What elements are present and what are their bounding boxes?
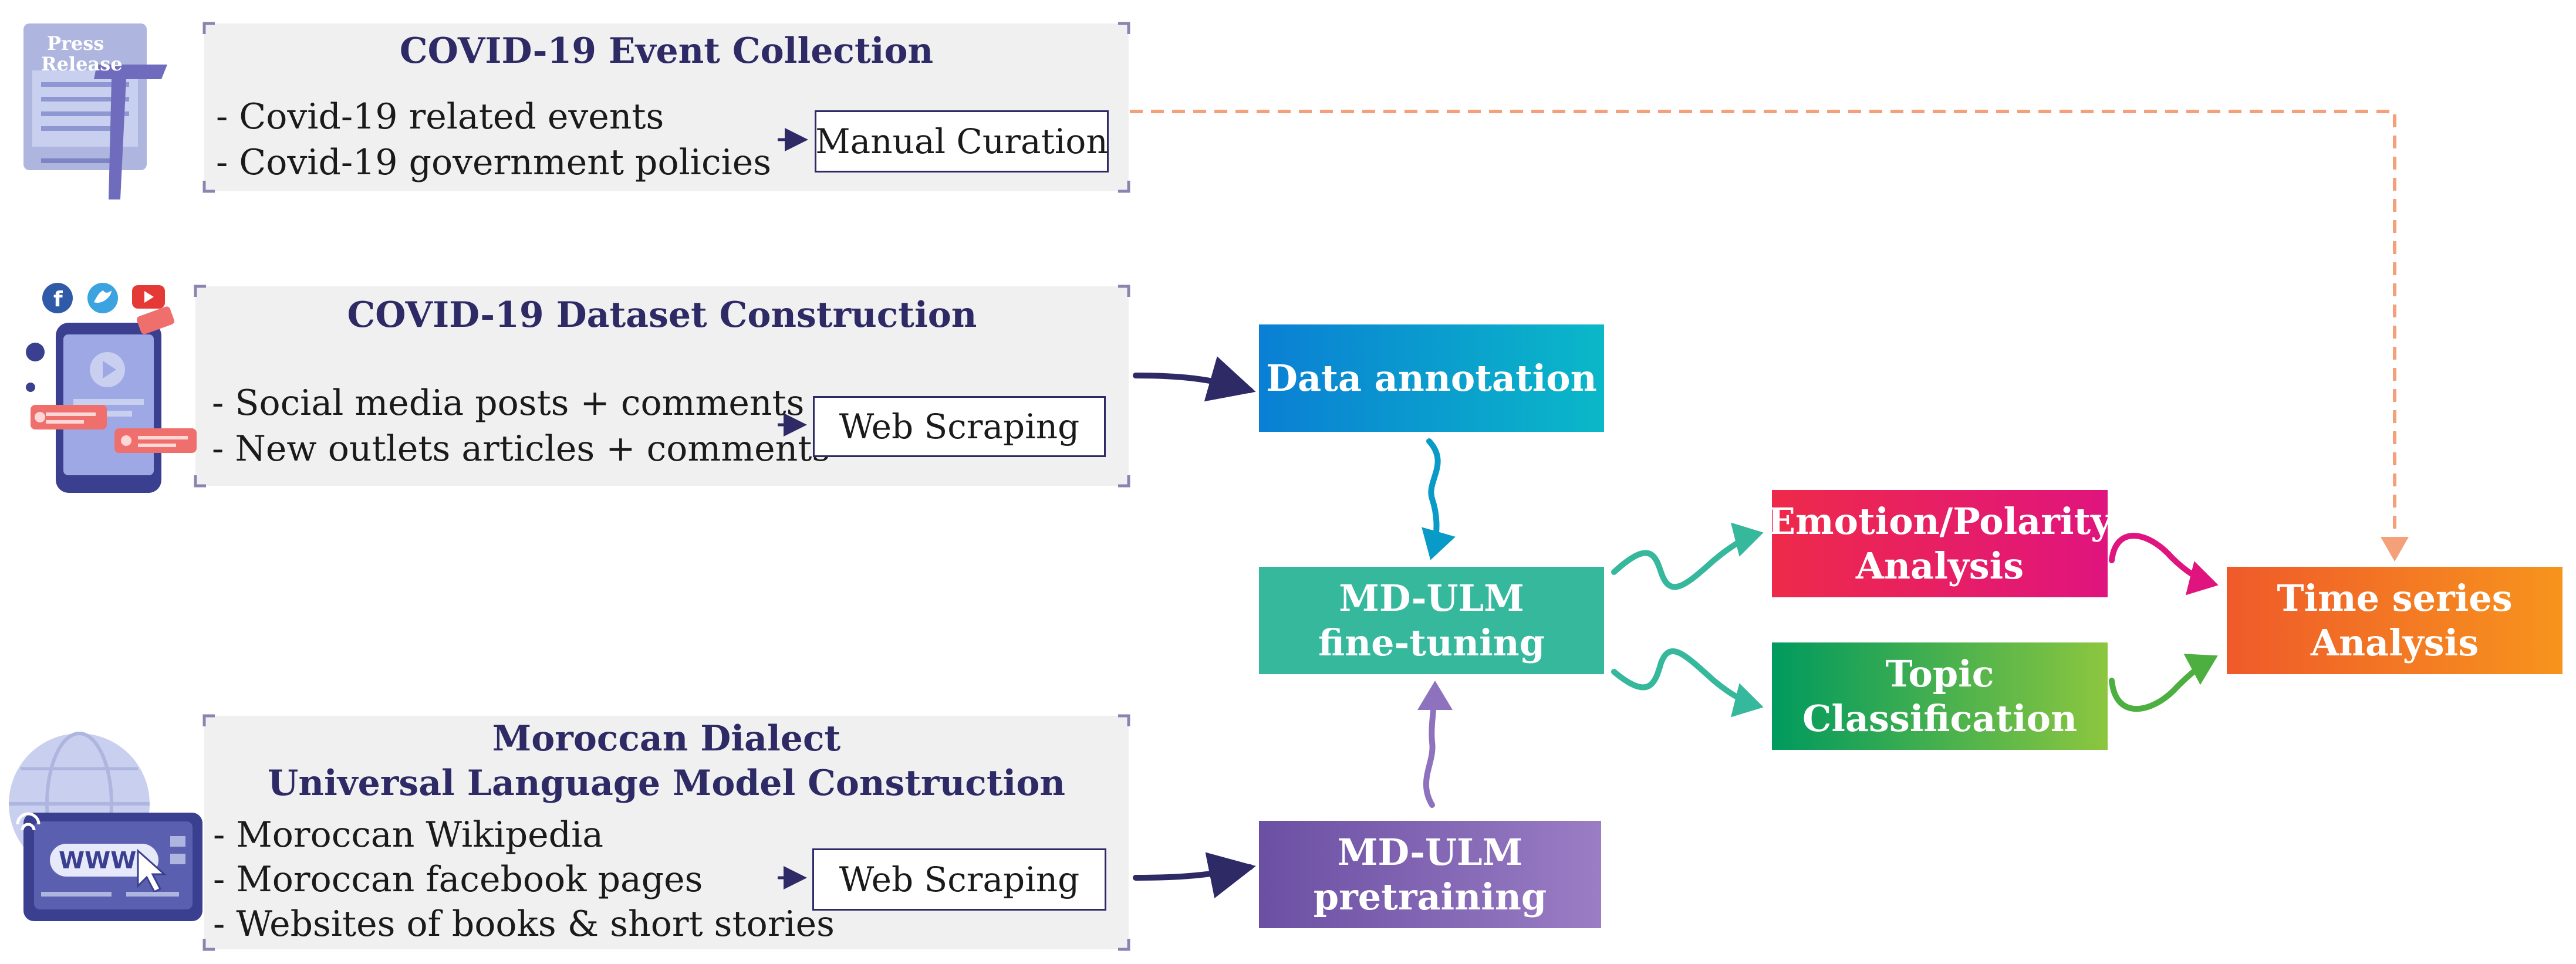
arrow-finetuning-to-emotion (1611, 522, 1764, 590)
timeseries-line-2: Analysis (2310, 621, 2479, 664)
arrow-emotion-to-timeseries (2109, 533, 2219, 596)
finetuning-line-2: fine-tuning (1318, 621, 1545, 664)
emotion-line-2: Analysis (1855, 544, 2024, 587)
ulm-web-scraping-box: Web Scraping (812, 848, 1106, 911)
pretraining-line-1: MD-ULM (1337, 830, 1523, 874)
panel-corner-marks (194, 22, 1130, 951)
dataset-construction-panel: COVID-19 Dataset Construction - Social m… (195, 286, 1129, 486)
www-label: WWW (59, 847, 136, 874)
emotion-polarity-node: Emotion/Polarity Analysis (1768, 490, 2112, 597)
topic-line-2: Classification (1802, 696, 2078, 740)
timeseries-line-1: Time series (2277, 576, 2513, 620)
ulm-bullet-1: - Moroccan Wikipedia (213, 814, 604, 855)
ulm-title-line-2: Universal Language Model Construction (268, 763, 1065, 804)
arrow-finetuning-to-topic (1611, 648, 1764, 718)
press-release-label-1: Press (47, 32, 104, 55)
time-series-node: Time series Analysis (2227, 567, 2563, 674)
arrow-topic-to-timeseries (2109, 654, 2218, 712)
event-collection-title: COVID-19 Event Collection (399, 31, 934, 72)
dataset-construction-title: COVID-19 Dataset Construction (347, 295, 977, 336)
dataset-bullet-1: - Social media posts + comments (212, 383, 805, 424)
www-globe-icon: WWW (9, 732, 202, 921)
press-release-icon: Press Release (23, 23, 167, 199)
emotion-line-1: Emotion/Polarity (1767, 499, 2112, 543)
topic-line-1: Topic (1885, 652, 1994, 695)
ulm-bullet-2: - Moroccan facebook pages (213, 859, 703, 900)
dataset-bullet-2: - New outlets articles + comments (212, 428, 830, 469)
event-bullet-2: - Covid-19 government policies (216, 142, 772, 183)
md-ulm-pretraining-node: MD-ULM pretraining (1259, 821, 1601, 928)
arrow-ulm-to-pretraining (1133, 852, 1256, 898)
manual-curation-box: Manual Curation (815, 110, 1109, 172)
event-bullet-1: - Covid-19 related events (216, 96, 664, 137)
arrow-pretraining-to-finetuning (1417, 681, 1453, 808)
dataset-web-scraping-box: Web Scraping (813, 396, 1106, 457)
arrow-dataset-to-annotation (1133, 356, 1256, 402)
press-release-label-2: Release (41, 53, 123, 75)
md-ulm-finetuning-node: MD-ULM fine-tuning (1259, 567, 1604, 674)
data-annotation-label: Data annotation (1266, 356, 1597, 400)
finetuning-line-1: MD-ULM (1339, 576, 1524, 620)
ulm-construction-panel: Moroccan Dialect Universal Language Mode… (204, 716, 1129, 949)
event-collection-panel: COVID-19 Event Collection - Covid-19 rel… (204, 23, 1129, 191)
pretraining-line-2: pretraining (1313, 875, 1547, 918)
arrow-annotation-to-finetuning (1422, 438, 1456, 560)
ulm-title-line-1: Moroccan Dialect (492, 718, 841, 759)
dashed-arrow-events-to-timeseries (1130, 110, 2409, 562)
social-media-phone-icon: f (26, 283, 197, 493)
ulm-bullet-3: - Websites of books & short stories (213, 904, 835, 945)
topic-classification-node: Topic Classification (1772, 642, 2108, 750)
data-annotation-node: Data annotation (1259, 324, 1604, 432)
svg-text:f: f (53, 287, 63, 312)
